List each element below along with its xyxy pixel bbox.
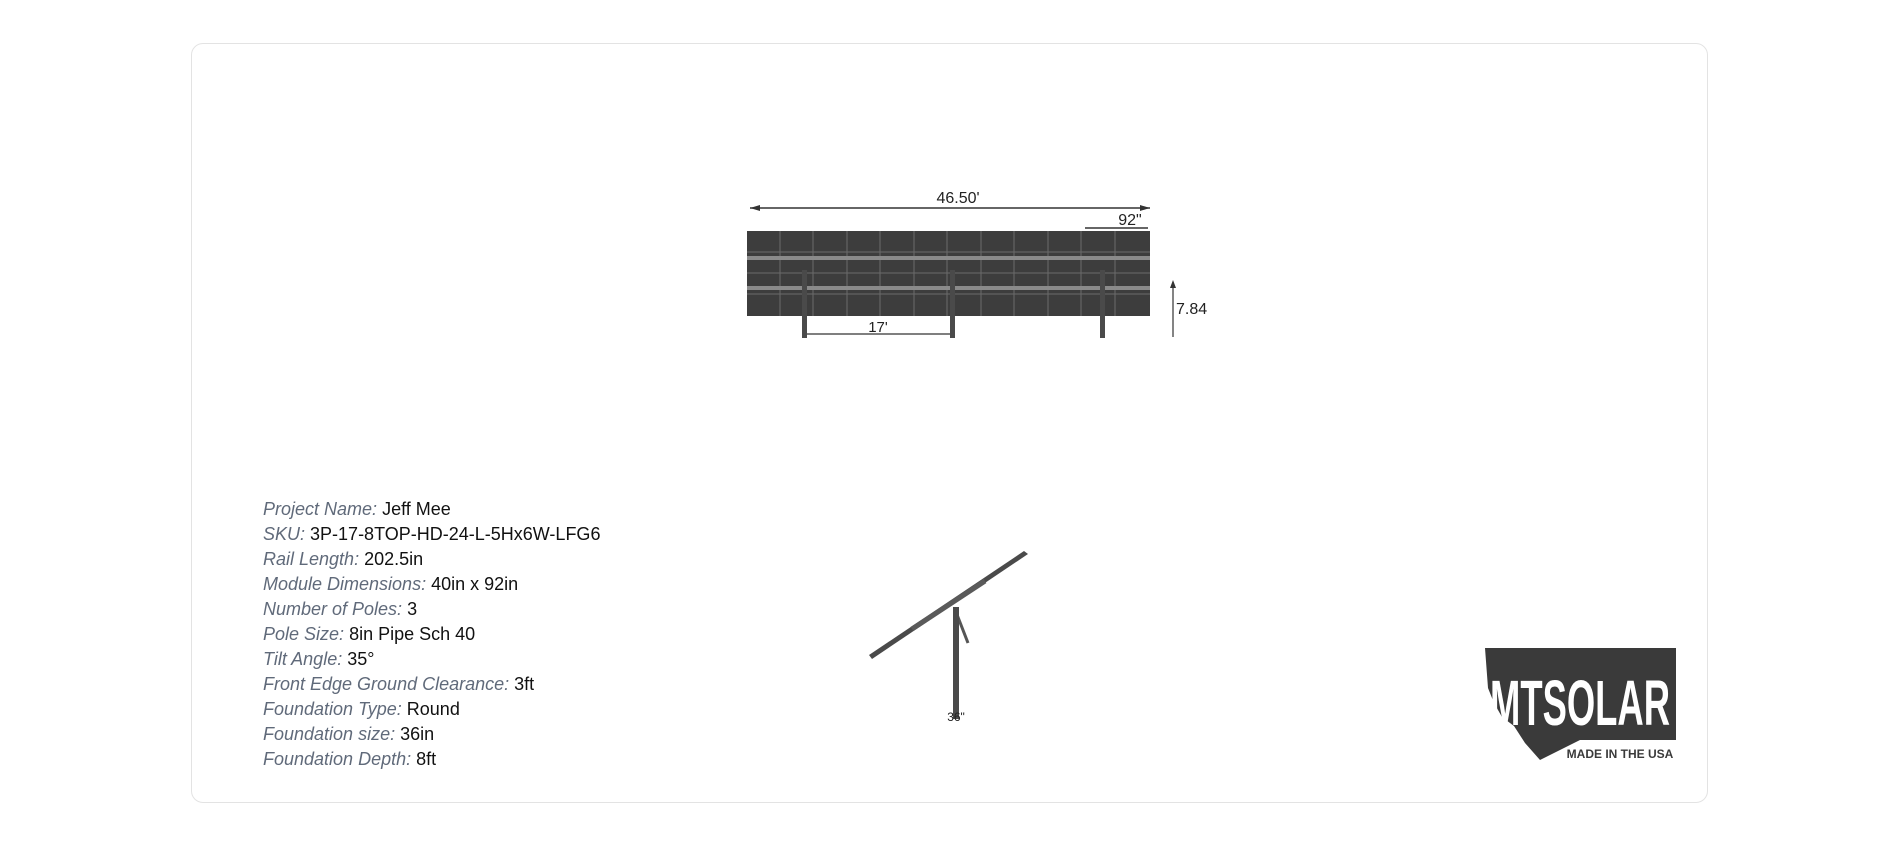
panel-grid bbox=[747, 231, 1150, 316]
spec-pole-size: Pole Size: 8in Pipe Sch 40 bbox=[263, 622, 863, 647]
arrow-up-icon bbox=[1170, 280, 1176, 288]
spec-ground-clearance: Front Edge Ground Clearance: 3ft bbox=[263, 672, 863, 697]
spec-label: Tilt Angle: bbox=[263, 649, 343, 669]
mtsolar-logo: MTSOLAR MADE IN THE USA bbox=[1485, 648, 1676, 761]
spec-label: SKU: bbox=[263, 524, 306, 544]
upper-rail bbox=[747, 256, 1150, 260]
spec-sku: SKU: 3P-17-8TOP-HD-24-L-5Hx6W-LFG6 bbox=[263, 522, 863, 547]
drawing-card bbox=[191, 43, 1708, 803]
spec-tilt-angle: Tilt Angle: 35° bbox=[263, 647, 863, 672]
spec-foundation-depth: Foundation Depth: 8ft bbox=[263, 747, 863, 772]
arrow-left-icon bbox=[750, 205, 760, 211]
spec-label: Pole Size: bbox=[263, 624, 345, 644]
specifications-list: Project Name: Jeff Mee SKU: 3P-17-8TOP-H… bbox=[263, 497, 863, 772]
spec-value: Jeff Mee bbox=[382, 499, 451, 519]
side-elevation-drawing: 36" bbox=[869, 551, 1028, 724]
spec-label: Foundation size: bbox=[263, 724, 396, 744]
spec-foundation-type: Foundation Type: Round bbox=[263, 697, 863, 722]
logo-brand-text: MTSOLAR bbox=[1490, 667, 1670, 739]
spec-value: 202.5in bbox=[364, 549, 424, 569]
spec-value: 8in Pipe Sch 40 bbox=[349, 624, 476, 644]
spec-value: 35° bbox=[347, 649, 375, 669]
spec-label: Rail Length: bbox=[263, 549, 360, 569]
spec-value: 3P-17-8TOP-HD-24-L-5Hx6W-LFG6 bbox=[310, 524, 601, 544]
foundation-dimension-label: 36" bbox=[947, 710, 965, 724]
spec-label: Front Edge Ground Clearance: bbox=[263, 674, 510, 694]
spec-value: 3ft bbox=[514, 674, 535, 694]
spec-label: Foundation Depth: bbox=[263, 749, 412, 769]
spec-value: 8ft bbox=[416, 749, 437, 769]
spec-value: Round bbox=[406, 699, 460, 719]
front-elevation-drawing: 46.50' 92" 17' 7.84 bbox=[747, 190, 1207, 338]
pole-right bbox=[1100, 270, 1105, 338]
spec-value: 40in x 92in bbox=[431, 574, 519, 594]
spec-rail-length: Rail Length: 202.5in bbox=[263, 547, 863, 572]
spec-project-name: Project Name: Jeff Mee bbox=[263, 497, 863, 522]
module-dimension-label: 92" bbox=[1118, 212, 1141, 229]
height-dimension-label: 7.84 bbox=[1176, 301, 1207, 318]
spec-number-of-poles: Number of Poles: 3 bbox=[263, 597, 863, 622]
spec-label: Number of Poles: bbox=[263, 599, 403, 619]
tilt-rail bbox=[910, 578, 987, 632]
spec-label: Module Dimensions: bbox=[263, 574, 427, 594]
spec-foundation-size: Foundation size: 36in bbox=[263, 722, 863, 747]
logo-state-silhouette bbox=[1485, 648, 1676, 760]
spec-value: 36in bbox=[400, 724, 435, 744]
pole-spacing-label: 17' bbox=[868, 319, 888, 336]
arrow-right-icon bbox=[1140, 205, 1150, 211]
pole-left bbox=[802, 270, 807, 338]
lower-rail bbox=[747, 286, 1150, 290]
logo-tagline: MADE IN THE USA bbox=[1567, 747, 1674, 761]
pole-center bbox=[950, 270, 955, 338]
spec-label: Foundation Type: bbox=[263, 699, 402, 719]
width-dimension-label: 46.50' bbox=[936, 190, 979, 207]
spec-module-dimensions: Module Dimensions: 40in x 92in bbox=[263, 572, 863, 597]
spec-label: Project Name: bbox=[263, 499, 378, 519]
spec-value: 3 bbox=[407, 599, 418, 619]
pole bbox=[953, 607, 959, 719]
